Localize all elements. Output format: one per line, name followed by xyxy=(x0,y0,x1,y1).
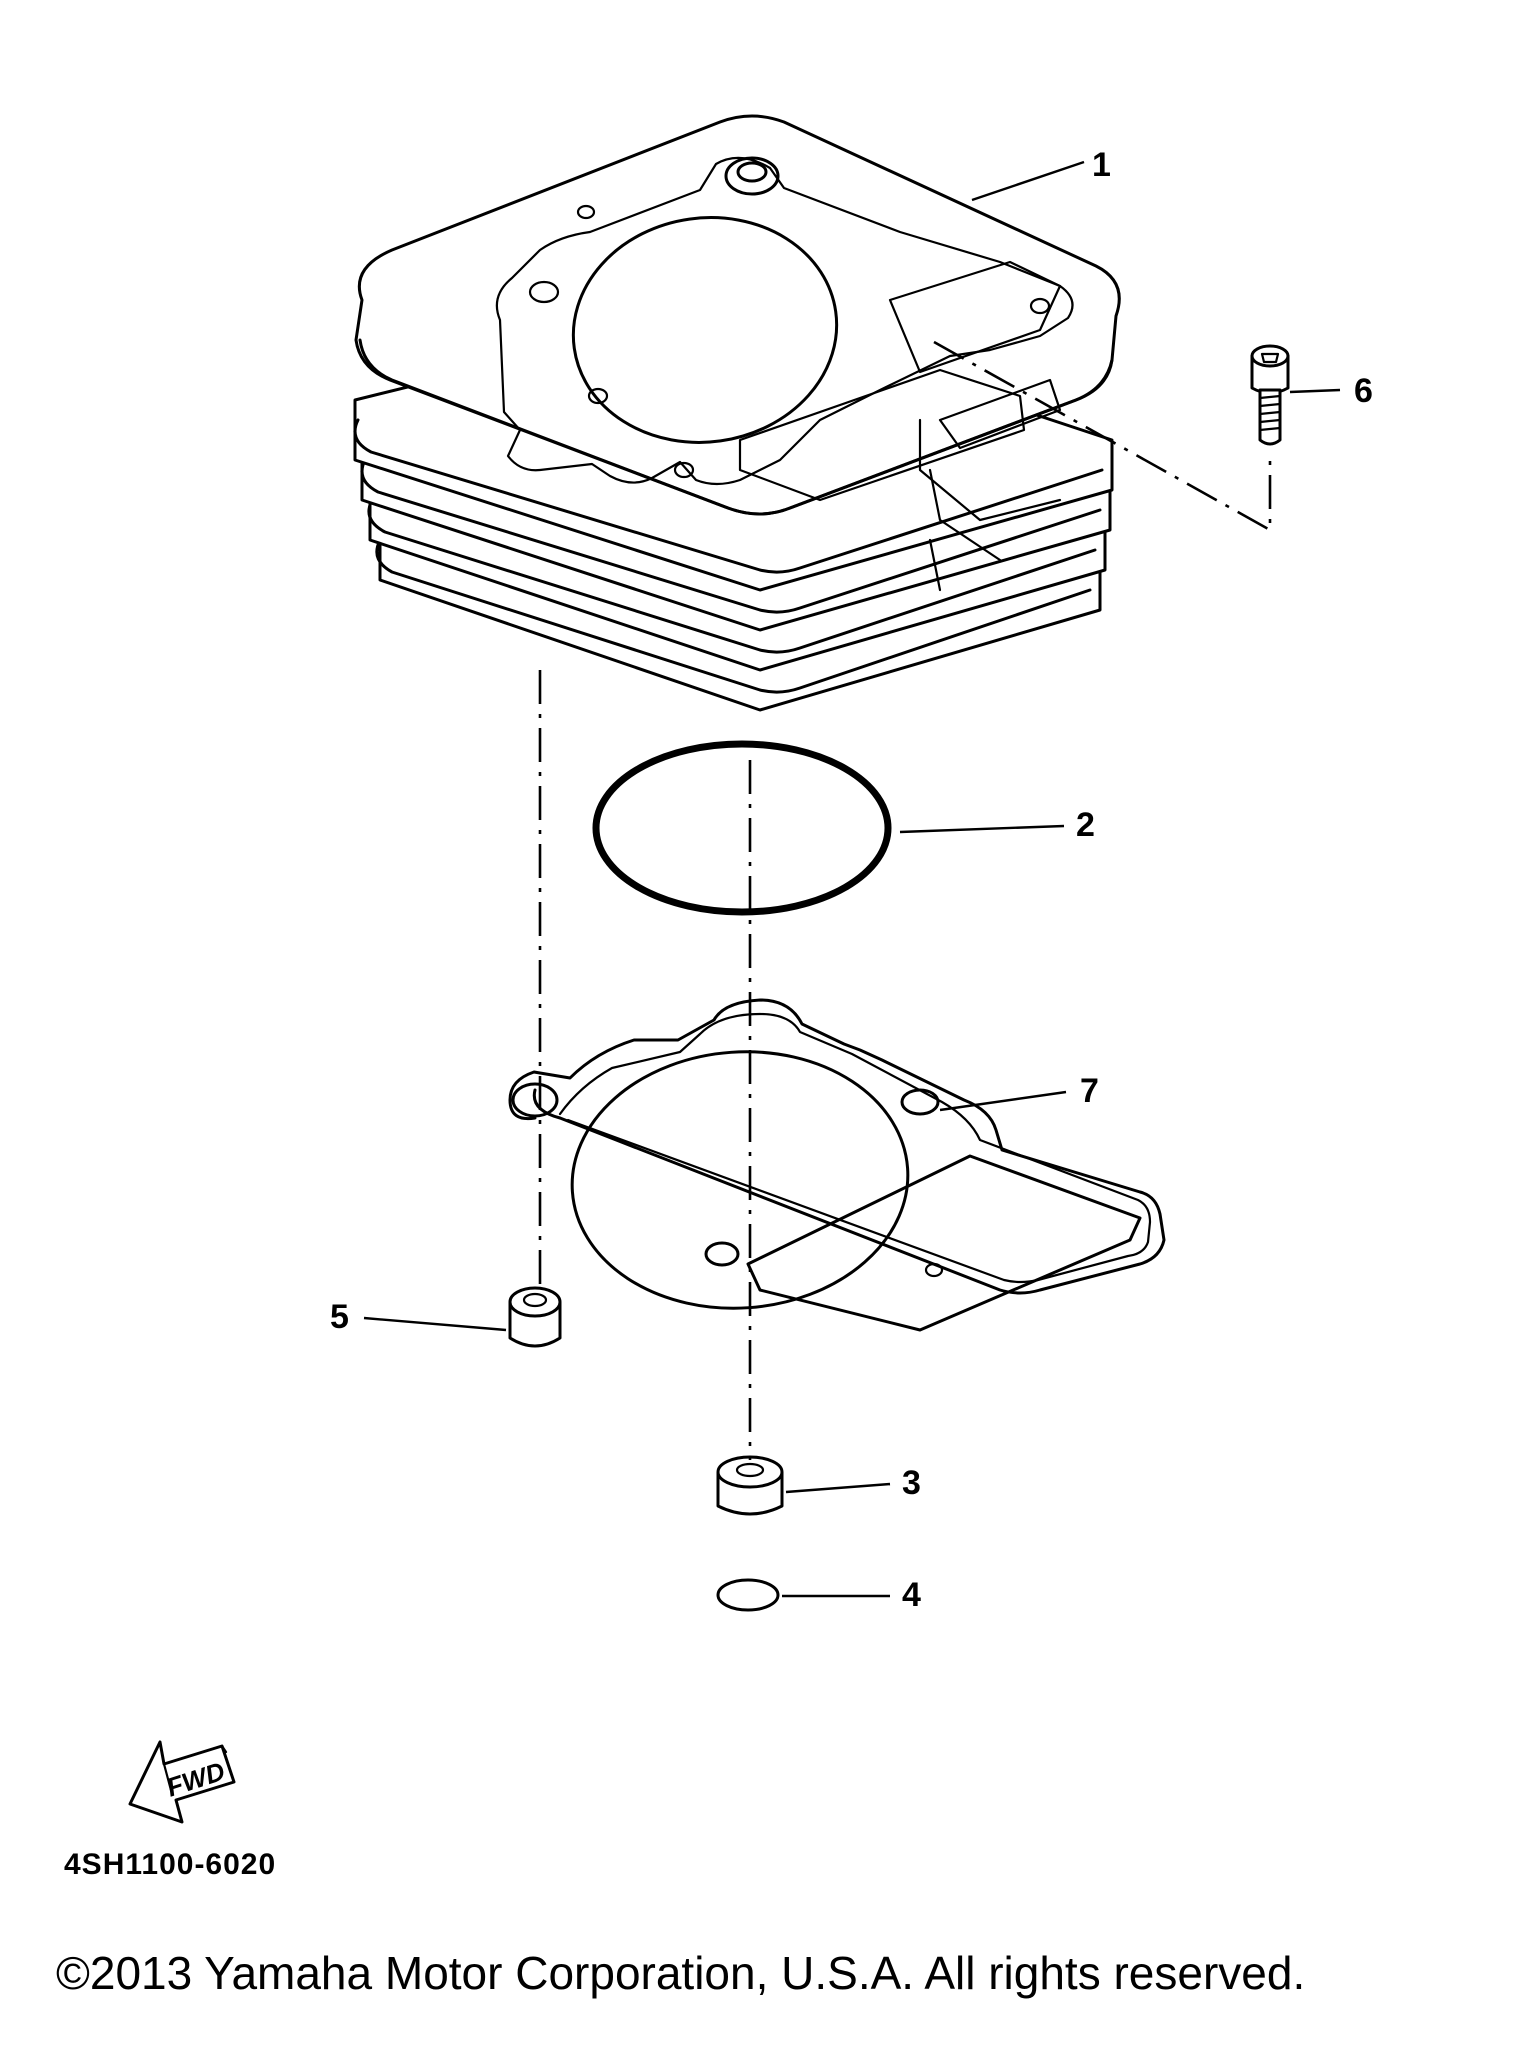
bolt-part[interactable] xyxy=(1250,344,1290,446)
callout-3: 3 xyxy=(902,1464,921,1502)
callout-2: 2 xyxy=(1076,806,1095,844)
diagram-part-code: 4SH1100-6020 xyxy=(64,1848,276,1881)
o-ring-part[interactable] xyxy=(592,740,892,916)
forward-arrow-icon: FWD xyxy=(128,1740,236,1824)
callout-4: 4 xyxy=(902,1576,921,1614)
dowel-pin-lower-part[interactable] xyxy=(716,1455,784,1516)
callout-6: 6 xyxy=(1354,372,1373,410)
callout-5: 5 xyxy=(330,1298,349,1336)
base-gasket-part[interactable] xyxy=(508,998,1166,1332)
callout-7: 7 xyxy=(1080,1072,1099,1110)
small-o-ring-part[interactable] xyxy=(716,1578,780,1612)
callout-1: 1 xyxy=(1092,146,1111,184)
dowel-pin-left-part[interactable] xyxy=(508,1286,562,1348)
cylinder-part[interactable] xyxy=(353,114,1121,712)
copyright-notice: ©2013 Yamaha Motor Corporation, U.S.A. A… xyxy=(56,1947,1306,1999)
leader-lines xyxy=(363,160,1341,1598)
assembly-guide-lines xyxy=(538,340,1272,1460)
